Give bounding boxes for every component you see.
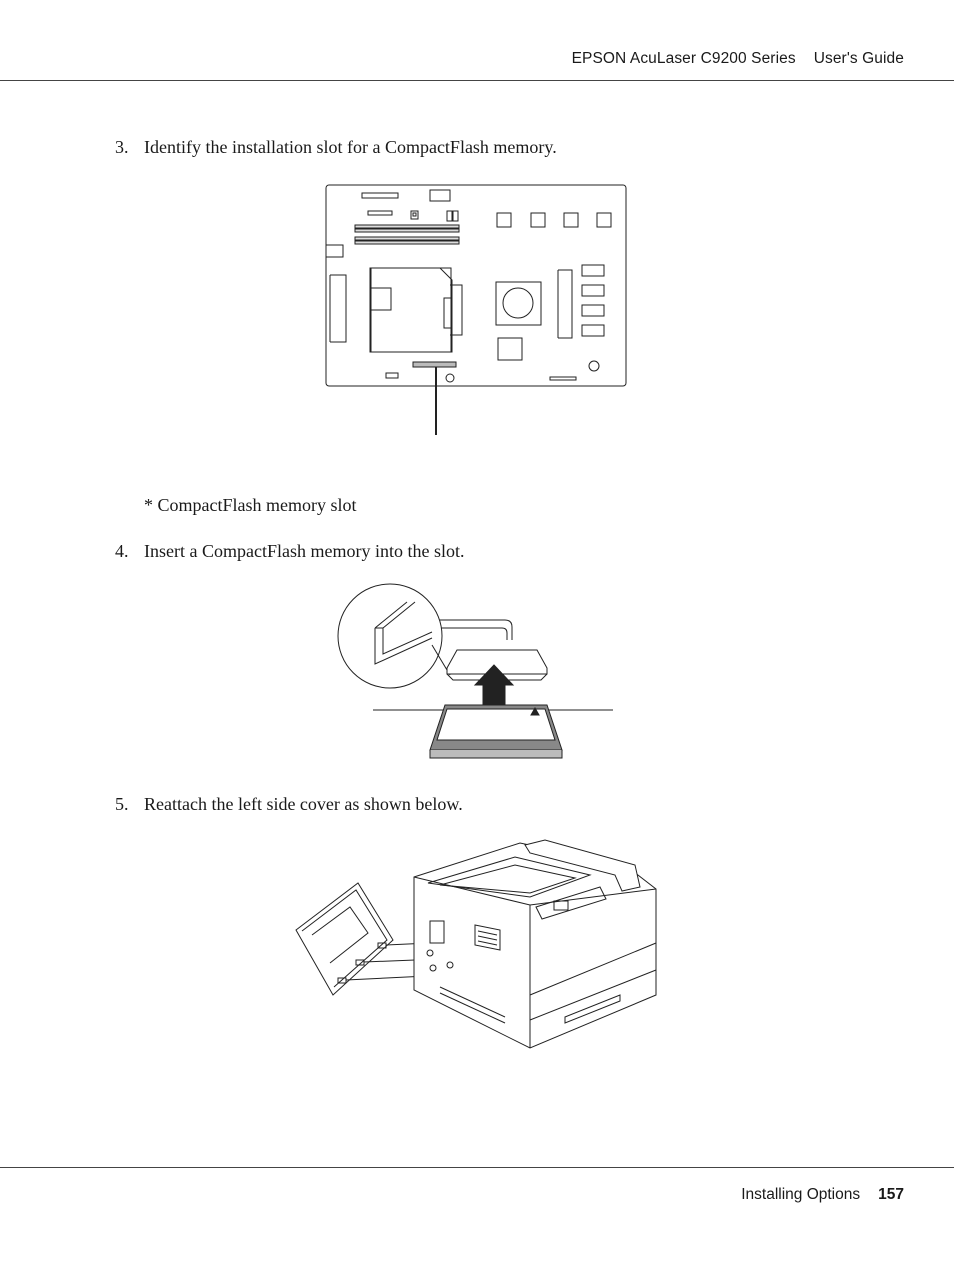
step-4-number: 4. — [115, 541, 129, 561]
step-5-number: 5. — [115, 794, 129, 814]
step-3-number: 3. — [115, 137, 129, 157]
compactflash-insertion-illustration — [335, 580, 625, 770]
step-3-text: Identify the installation slot for a Com… — [144, 137, 557, 157]
step-5-text: Reattach the left side cover as shown be… — [144, 794, 463, 814]
header-guide-title: User's Guide — [813, 50, 904, 67]
running-header: EPSON AcuLaser C9200 Series User's Guide — [572, 50, 904, 68]
figure-1-caption: * CompactFlash memory slot — [144, 495, 357, 515]
footer-section-title: Installing Options — [741, 1186, 861, 1203]
footer-rule — [0, 1167, 954, 1168]
header-rule — [0, 80, 954, 81]
running-footer: Installing Options 157 — [741, 1186, 904, 1204]
header-product-title: EPSON AcuLaser C9200 Series — [571, 50, 796, 67]
step-4-text: Insert a CompactFlash memory into the sl… — [144, 541, 465, 561]
controller-board-illustration — [320, 180, 640, 440]
page-number: 157 — [878, 1186, 904, 1203]
printer-side-cover-illustration — [290, 835, 670, 1060]
